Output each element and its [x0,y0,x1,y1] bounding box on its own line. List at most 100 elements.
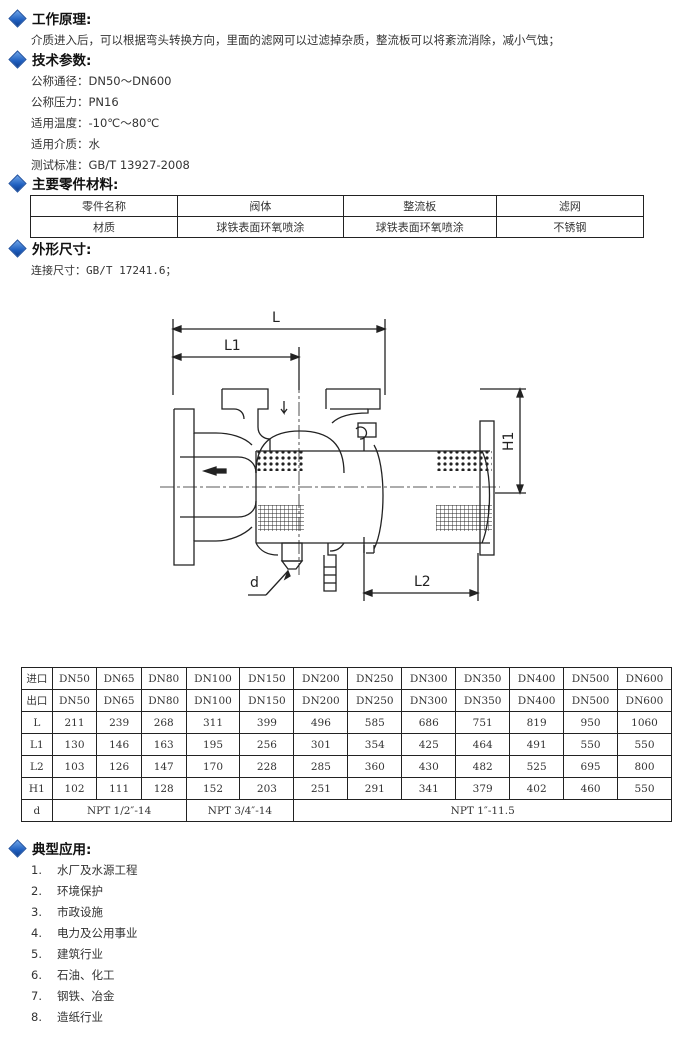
table-cell: 379 [455,777,511,800]
table-cell: 360 [347,755,403,778]
table-cell: DN150 [239,689,295,712]
materials-table: 零件名称 阀体 整流板 滤网 材质 球铁表面环氧喷涂 球铁表面环氧喷涂 不锈钢 [29,195,645,238]
list-item: 5.建筑行业 [31,946,103,962]
table-row-label: 出口 [21,689,53,712]
table-cell: 341 [401,777,457,800]
table-cell: DN400 [509,689,565,712]
table-cell: 不锈钢 [495,216,645,238]
list-item-text: 电力及公用事业 [57,926,138,940]
table-row: 材质 球铁表面环氧喷涂 球铁表面环氧喷涂 不锈钢 [29,216,645,238]
heading-text: 技术参数: [32,53,92,69]
dimension-l1: L1 [171,338,301,390]
table-cell: 751 [455,711,511,734]
diamond-bullet-icon [8,838,27,858]
list-item: 1. 水厂及水源工程 [31,862,138,878]
table-cell: 464 [455,733,511,756]
table-cell: 399 [239,711,295,734]
table-cell: 354 [347,733,403,756]
working-text: 介质进入后，可以根据弯头转换方向，里面的滤网可以过滤掉杂质，整流板可以将紊流消除… [31,33,560,47]
table-header-cell: 阀体 [177,195,344,217]
table-cell: 950 [563,711,619,734]
tech-item: 测试标准：GB/T 13927-2008 [31,158,190,172]
list-item-text: 石油、化工 [57,968,115,982]
list-item: 7.钢铁、冶金 [31,988,115,1004]
list-item-number: 1. [31,863,42,877]
table-cell: NPT 3/4″-14 [185,799,295,822]
table-cell: 819 [509,711,565,734]
table-cell: 203 [239,777,295,800]
table-cell: 111 [96,777,142,800]
table-cell: DN500 [563,667,619,690]
list-item-text: 造纸行业 [57,1010,103,1024]
table-cell: 491 [509,733,565,756]
table-cell: 1060 [617,711,672,734]
table-cell: 301 [293,733,349,756]
table-cell: 525 [509,755,565,778]
table-cell: 695 [563,755,619,778]
list-item: 4. 电力及公用事业 [31,925,138,941]
table-cell: 285 [293,755,349,778]
table-cell: 585 [347,711,403,734]
table-cell: NPT 1″-11.5 [293,799,672,822]
section-heading-applications: 典型应用: [8,838,92,858]
table-cell: DN100 [185,667,241,690]
table-cell: 430 [401,755,457,778]
table-row: 零件名称 阀体 整流板 滤网 [29,195,645,217]
valve-drawing: L L1 H1 L2 d [160,310,526,601]
tech-item: 适用温度：-10℃～80℃ [31,116,160,130]
section-heading-dimensions: 外形尺寸: [8,238,91,258]
table-cell: 402 [509,777,565,800]
table-cell: 128 [140,777,187,800]
table-cell: NPT 1/2″-14 [51,799,187,822]
table-cell: DN150 [239,667,295,690]
table-cell: DN80 [140,667,187,690]
table-cell: DN300 [401,667,457,690]
table-cell: DN350 [455,667,511,690]
dimension-d: d [248,569,291,596]
dim-label-l: L [272,310,280,326]
list-item-number: 8. [31,1010,42,1024]
table-cell: 291 [347,777,403,800]
table-cell: 170 [185,755,241,778]
table-cell: 550 [617,733,672,756]
tech-item: 公称通径：DN50～DN600 [31,74,172,88]
table-cell: 268 [140,711,187,734]
table-cell: 228 [239,755,295,778]
tech-item: 适用介质：水 [31,137,100,151]
table-cell: DN600 [617,667,672,690]
table-cell: 311 [185,711,241,734]
heading-text: 工作原理: [32,12,92,28]
table-row-label: H1 [21,777,53,800]
table-cell: DN80 [140,689,187,712]
table-cell: DN300 [401,689,457,712]
list-item-number: 6. [31,968,42,982]
list-item-text: 水厂及水源工程 [57,863,138,877]
table-cell: 482 [455,755,511,778]
list-item-text: 建筑行业 [57,947,103,961]
table-cell: 球铁表面环氧喷涂 [177,216,344,238]
dim-label-l2: L2 [414,574,431,590]
table-cell: DN65 [96,667,142,690]
heading-text: 典型应用: [32,842,92,858]
table-cell: 147 [140,755,187,778]
table-cell: DN600 [617,689,672,712]
table-cell: DN65 [96,689,142,712]
list-item-text: 钢铁、冶金 [57,989,115,1003]
table-cell: 800 [617,755,672,778]
table-cell: 130 [51,733,98,756]
table-cell: 550 [617,777,672,800]
table-cell: 195 [185,733,241,756]
table-cell: DN250 [347,667,403,690]
list-item-number: 4. [31,926,42,940]
section-heading-working: 工作原理: [8,8,92,28]
list-item-number: 3. [31,905,42,919]
table-row-label: d [21,799,53,822]
diamond-bullet-icon [8,238,27,258]
heading-text: 主要零件材料: [32,177,119,193]
valve-body [160,379,500,592]
